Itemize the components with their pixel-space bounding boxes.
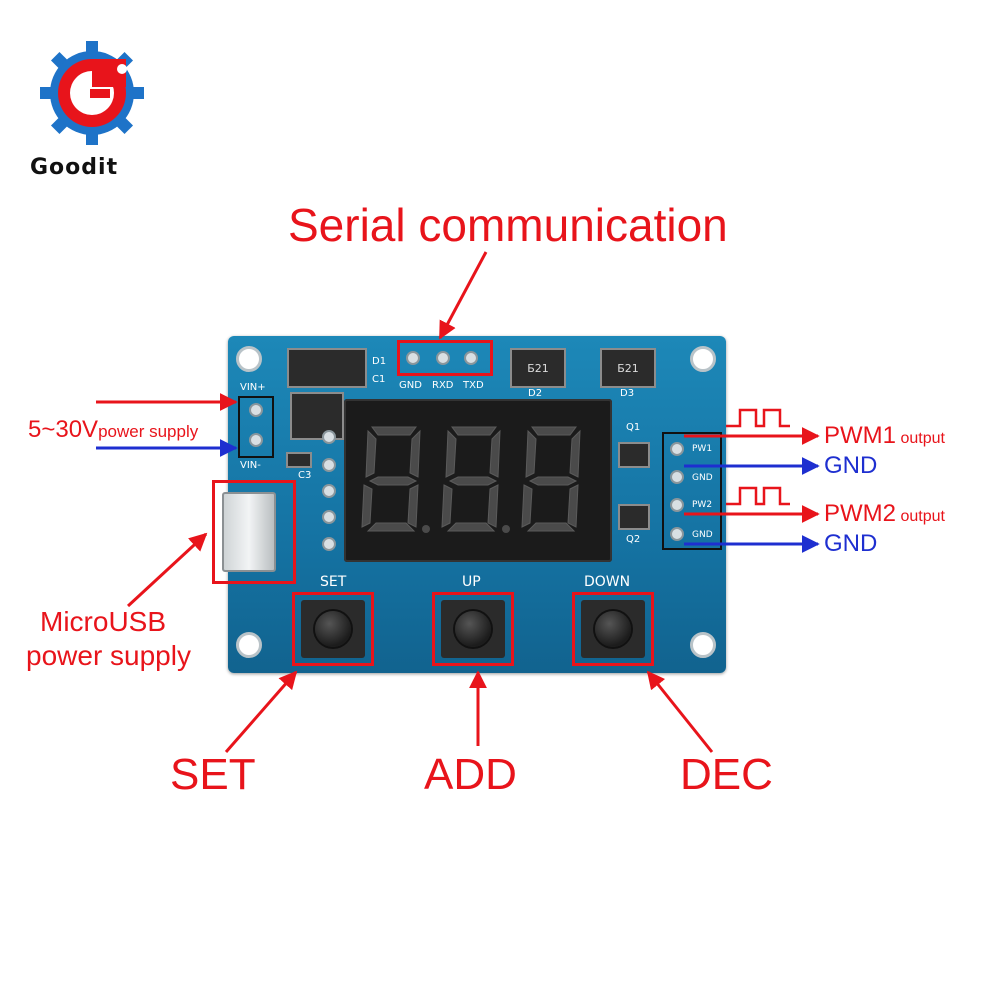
up-button-cap[interactable] <box>455 611 491 647</box>
silk-vin-plus: VIN+ <box>240 382 266 393</box>
power-supply-text: power supply <box>98 422 199 441</box>
silk-btn-up: UP <box>462 574 481 590</box>
pwm2-text: PWM2 <box>824 500 896 527</box>
pwm-pin-pw1 <box>670 442 684 456</box>
silk-btn-down: DOWN <box>584 574 631 590</box>
silk-d2: D2 <box>528 388 543 399</box>
microusb-label-line1: MicroUSB <box>40 606 167 637</box>
silk-uart-rxd: RXD <box>432 380 454 391</box>
pad <box>322 537 336 551</box>
uart-pin-txd <box>464 351 478 365</box>
pad <box>322 510 336 524</box>
silk-gnd-b: GND <box>692 530 713 540</box>
set-arrow <box>224 670 298 753</box>
silk-c1: C1 <box>372 374 386 385</box>
dec-arrow <box>646 670 714 753</box>
gear-logo-icon <box>40 41 144 145</box>
pwm-pin-pw2 <box>670 498 684 512</box>
vin-pin-plus <box>249 403 263 417</box>
serial-communication-label: Serial communication <box>288 199 728 251</box>
dec-label: DEC <box>680 750 773 799</box>
microusb-arrow <box>126 532 208 608</box>
diode-d2: Б21 <box>510 348 566 388</box>
set-button-box <box>292 592 374 666</box>
pwm1-output-text: output <box>900 430 945 447</box>
gnd2-label: GND <box>824 530 878 557</box>
uart-pin-gnd <box>406 351 420 365</box>
silk-pw2: PW2 <box>692 500 713 510</box>
power-range-value: 5~30V <box>28 416 99 443</box>
pwm-pin-gnd-b <box>670 527 684 541</box>
diode-d1 <box>287 348 367 388</box>
mount-hole <box>236 346 262 372</box>
seven-segment-display <box>344 399 612 562</box>
transistor-q1 <box>618 442 650 468</box>
mount-hole <box>236 632 262 658</box>
pwm1-text: PWM1 <box>824 422 896 449</box>
silk-d3: D3 <box>620 388 635 399</box>
set-button[interactable] <box>301 600 365 658</box>
up-button[interactable] <box>441 600 505 658</box>
seven-segment-digits <box>361 426 581 533</box>
pwm2-label: PWM2 output <box>824 500 945 528</box>
silk-q1: Q1 <box>626 422 641 433</box>
down-button[interactable] <box>581 600 645 658</box>
gnd1-label: GND <box>824 452 878 479</box>
microusb-box <box>212 480 296 584</box>
silk-btn-set: SET <box>320 574 347 590</box>
silk-c3: C3 <box>298 470 312 481</box>
silk-d1: D1 <box>372 356 387 367</box>
down-button-box <box>572 592 654 666</box>
transistor-q2 <box>618 504 650 530</box>
silk-uart-gnd: GND <box>399 380 422 391</box>
power-range-label: 5~30Vpower supply <box>28 416 198 444</box>
pad <box>322 458 336 472</box>
uart-header-box <box>397 340 493 376</box>
down-button-cap[interactable] <box>595 611 631 647</box>
pad <box>322 430 336 444</box>
brand-name: Goodit <box>30 155 119 180</box>
pad <box>322 484 336 498</box>
capacitor-c3 <box>286 452 312 468</box>
pwm1-label: PWM1 output <box>824 422 945 450</box>
silk-pw1: PW1 <box>692 444 713 454</box>
set-button-cap[interactable] <box>315 611 351 647</box>
silk-q2: Q2 <box>626 534 641 545</box>
pwm-pin-gnd-a <box>670 470 684 484</box>
silk-uart-txd: TXD <box>463 380 484 391</box>
diode-d3: Б21 <box>600 348 656 388</box>
microusb-connector <box>222 492 276 572</box>
mount-hole <box>690 632 716 658</box>
pwm2-waveform <box>726 486 790 506</box>
silk-vin-minus: VIN- <box>240 460 261 471</box>
vin-pin-minus <box>249 433 263 447</box>
uart-pin-rxd <box>436 351 450 365</box>
microusb-label-line2: power supply <box>26 640 191 671</box>
set-label: SET <box>170 750 256 799</box>
pwm-header <box>662 432 722 550</box>
vin-header-box <box>238 396 274 458</box>
pwm1-waveform <box>726 408 790 428</box>
regulator-chip <box>290 392 344 440</box>
silk-gnd-a: GND <box>692 473 713 483</box>
mount-hole <box>690 346 716 372</box>
goodit-logo: Goodit <box>30 38 160 180</box>
add-label: ADD <box>424 750 517 799</box>
pwm2-output-text: output <box>900 508 945 525</box>
serial-arrow <box>438 251 488 340</box>
up-button-box <box>432 592 514 666</box>
